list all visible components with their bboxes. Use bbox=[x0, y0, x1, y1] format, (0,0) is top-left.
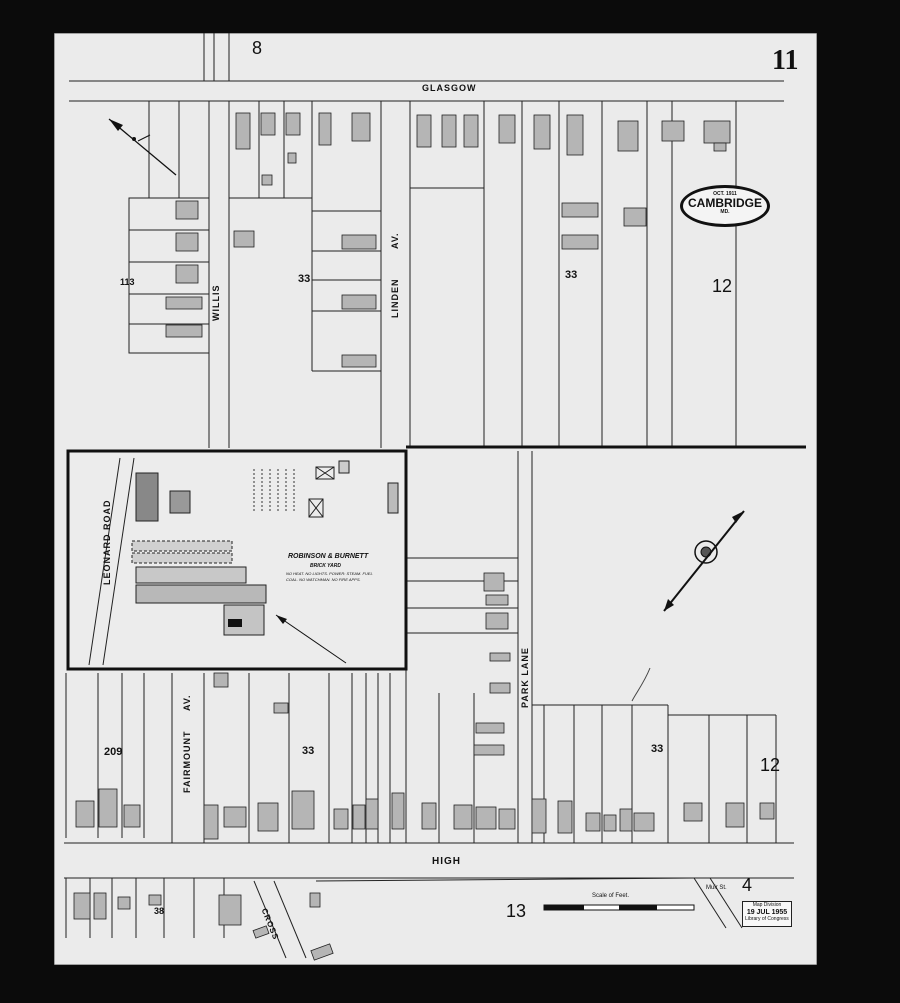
block-number-209: 209 bbox=[104, 746, 123, 758]
cambridge-stamp: OCT. 1911 CAMBRIDGE MD. bbox=[680, 185, 770, 227]
buildings bbox=[73, 112, 775, 961]
street-label-muir: Muir St. bbox=[706, 885, 727, 891]
stamp-date: OCT. 1911 bbox=[713, 191, 737, 197]
block-number-33-se: 33 bbox=[651, 743, 664, 755]
street-label-high: HIGH bbox=[432, 856, 461, 867]
block-number-113: 113 bbox=[120, 277, 135, 287]
block-number-33-nw: 33 bbox=[298, 273, 311, 285]
adjacent-sheet-east-south: 12 bbox=[760, 755, 781, 775]
sanborn-map bbox=[54, 33, 817, 965]
page-number: 11 bbox=[772, 45, 799, 76]
street-label-leonard-road: LEONARD ROAD bbox=[102, 499, 112, 586]
adjacent-sheet-southeast: 4 bbox=[742, 875, 753, 895]
street-label-glasgow: GLASGOW bbox=[422, 83, 477, 93]
inset-subtitle: BRICK YARD bbox=[310, 563, 341, 569]
library-of-congress-stamp: Map Division 19 JUL 1955 Library of Cong… bbox=[742, 901, 792, 927]
compass-rose-icon bbox=[663, 510, 745, 612]
block-number-33-ne: 33 bbox=[565, 269, 578, 281]
north-arrow-icon bbox=[108, 118, 177, 176]
scale-label: Scale of Feet. bbox=[592, 893, 630, 899]
block-number-33-s: 33 bbox=[302, 745, 315, 757]
stamp-state: MD. bbox=[720, 209, 730, 215]
brick-yard-inset bbox=[66, 449, 408, 671]
inset-notes: NO HEAT. NO LIGHTS. POWER: STEAM. FUEL C… bbox=[286, 571, 373, 582]
lc-stamp-line3: Library of Congress bbox=[745, 916, 789, 922]
lc-stamp-line2: 19 JUL 1955 bbox=[746, 909, 788, 916]
lc-stamp-line1: Map Division bbox=[752, 902, 782, 908]
adjacent-sheet-east-north: 12 bbox=[712, 276, 733, 296]
street-label-linden-suffix: AV. bbox=[390, 232, 400, 249]
street-label-fairmount-suffix: AV. bbox=[182, 694, 192, 711]
street-label-linden: LINDEN bbox=[390, 278, 400, 319]
street-label-willis: WILLIS bbox=[211, 284, 221, 322]
adjacent-sheet-south: 13 bbox=[506, 901, 527, 921]
stamp-city: CAMBRIDGE bbox=[688, 196, 762, 210]
street-label-fairmount: FAIRMOUNT bbox=[182, 730, 192, 794]
scale-bar bbox=[543, 904, 695, 911]
street-label-park-lane: PARK LANE bbox=[520, 647, 530, 708]
block-number-38: 38 bbox=[154, 906, 165, 916]
map-sheet: GLASGOW WILLIS LINDEN AV. PARK LANE FAIR… bbox=[54, 33, 817, 965]
adjacent-sheet-north: 8 bbox=[252, 38, 263, 58]
inset-title: ROBINSON & BURNETT bbox=[288, 553, 369, 560]
